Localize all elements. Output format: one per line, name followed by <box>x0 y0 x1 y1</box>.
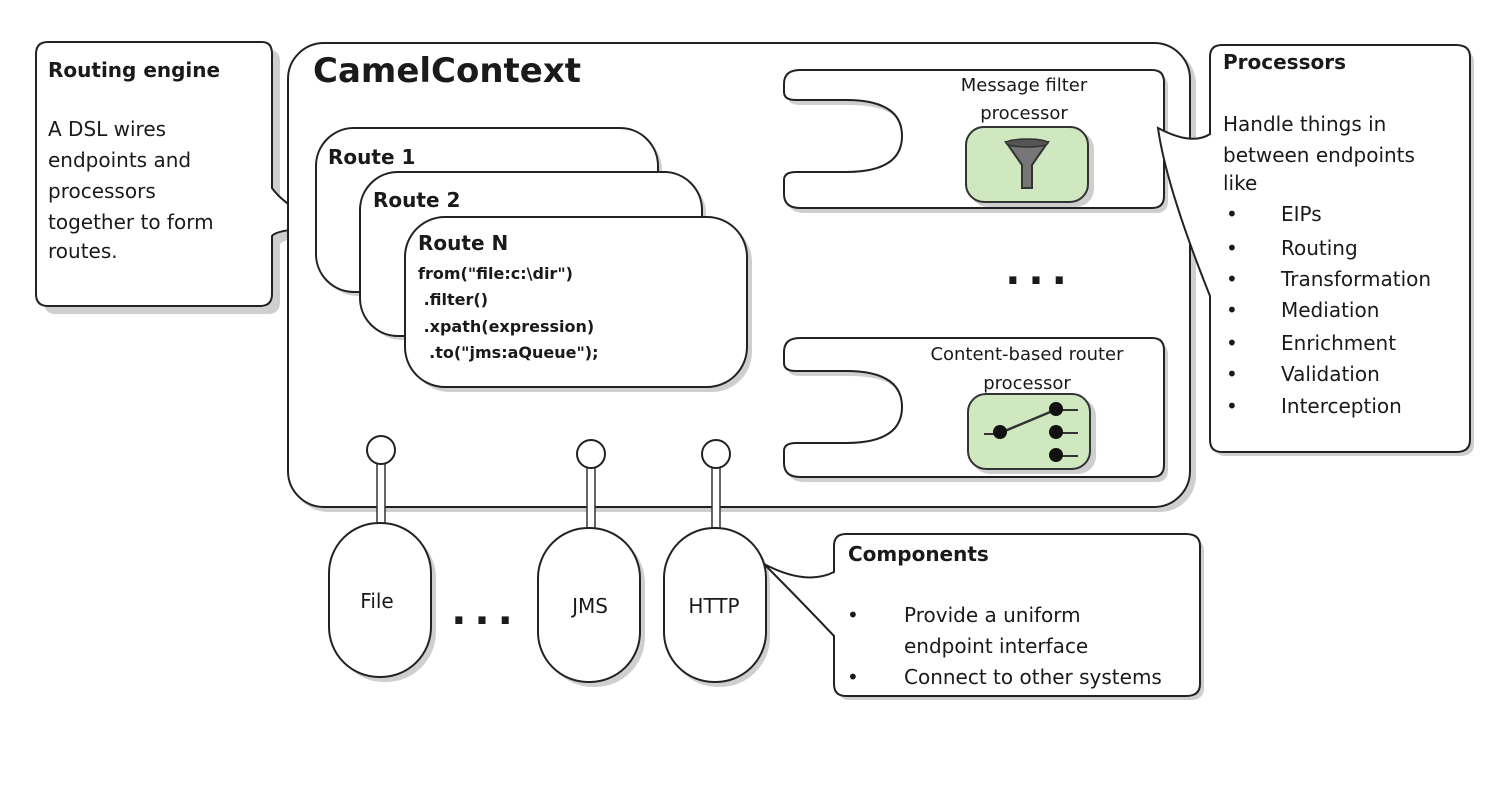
routing-engine-line: endpoints and <box>48 148 191 172</box>
bullet-icon: • <box>1226 236 1238 260</box>
bullet-icon: • <box>1226 362 1238 386</box>
components-item: Provide a uniform <box>904 603 1081 627</box>
message-filter-label: Message filter <box>961 75 1088 96</box>
routing-engine-line: A DSL wires <box>48 117 166 141</box>
funnel-icon <box>1004 138 1050 189</box>
processors-item: Enrichment <box>1281 331 1396 355</box>
camel-context-title: CamelContext <box>313 51 581 91</box>
message-filter-label: processor <box>980 103 1068 124</box>
file-endpoint-label: File <box>360 589 393 613</box>
bullet-icon: • <box>1226 331 1238 355</box>
route-n-card: Route N from("file:c:\dir") .filter() .x… <box>404 216 752 392</box>
routing-engine-callout: Routing engine A DSL wires endpoints and… <box>35 41 340 314</box>
cbr-label: processor <box>983 373 1071 394</box>
processors-item: Transformation <box>1280 267 1431 291</box>
content-based-router-processor: Content-based router processor <box>783 337 1168 482</box>
processors-item: Validation <box>1281 362 1380 386</box>
processors-line: between endpoints <box>1223 143 1415 167</box>
processors-item: EIPs <box>1281 202 1322 226</box>
processors-line: Handle things in <box>1223 112 1386 136</box>
http-endpoint: HTTP <box>663 527 770 687</box>
route-code-line: .to("jms:aQueue"); <box>418 343 599 362</box>
routing-engine-title: Routing engine <box>48 58 220 82</box>
processors-item: Interception <box>1281 394 1402 418</box>
processors-title: Processors <box>1223 50 1346 74</box>
processors-item: Routing <box>1281 236 1358 260</box>
file-endpoint: File <box>328 522 436 682</box>
bullet-icon: • <box>847 665 859 689</box>
route-code-line: from("file:c:\dir") <box>418 264 573 283</box>
file-connector <box>366 435 396 529</box>
cbr-label: Content-based router <box>930 344 1124 365</box>
jms-endpoint: JMS <box>537 527 645 687</box>
components-callout: Components • Provide a uniform endpoint … <box>763 533 1204 700</box>
bullet-icon: • <box>1226 394 1238 418</box>
routing-engine-line: together to form <box>48 210 214 234</box>
http-endpoint-label: HTTP <box>688 594 739 618</box>
bullet-icon: • <box>1226 298 1238 322</box>
bullet-icon: • <box>1226 202 1238 226</box>
route-1-label: Route 1 <box>328 145 415 169</box>
routing-engine-line: routes. <box>48 239 118 263</box>
router-switch-icon <box>984 402 1078 462</box>
message-filter-processor: Message filter processor <box>783 69 1168 213</box>
bullet-icon: • <box>847 603 859 627</box>
components-item: endpoint interface <box>904 634 1088 658</box>
route-2-label: Route 2 <box>373 188 460 212</box>
processors-item: Mediation <box>1281 298 1379 322</box>
processors-line: like <box>1223 171 1257 195</box>
endpoints-ellipsis: ... <box>451 588 521 634</box>
processors-ellipsis: ... <box>1005 248 1075 294</box>
processors-callout: Processors Handle things in between endp… <box>1156 44 1474 456</box>
bullet-icon: • <box>1226 267 1238 291</box>
route-code-line: .filter() <box>418 290 488 309</box>
route-n-label: Route N <box>418 231 508 255</box>
components-item: Connect to other systems <box>904 665 1162 689</box>
jms-endpoint-label: JMS <box>570 594 608 618</box>
components-title: Components <box>848 542 989 566</box>
routing-engine-line: processors <box>48 179 156 203</box>
route-code-line: .xpath(expression) <box>418 317 594 336</box>
